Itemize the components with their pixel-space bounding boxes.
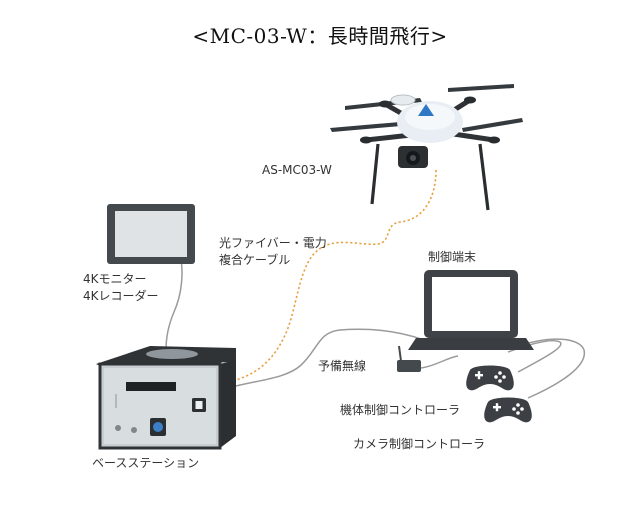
- monitor-label-line1: 4Kモニター: [83, 272, 147, 286]
- camera-controller-label: カメラ制御コントローラ: [353, 437, 486, 451]
- body-controller-label: 機体制御コントローラ: [340, 403, 461, 417]
- fiber-power-cable: [235, 169, 437, 381]
- cable-label-line1: 光ファイバー・電力: [219, 236, 327, 250]
- radio-label: 予備無線: [318, 359, 367, 373]
- laptop-image: [408, 270, 534, 350]
- page-title: <MC-03-W：長時間飛行>: [192, 24, 448, 48]
- drone-label: AS-MC03-W: [262, 163, 332, 177]
- cable-label-line2: 複合ケーブル: [219, 253, 291, 267]
- radio-image: [397, 345, 459, 372]
- base-station-image: [96, 346, 236, 450]
- gamepad-image: [466, 365, 532, 423]
- monitor-image: [107, 204, 195, 264]
- terminal-cable: [235, 328, 425, 387]
- base-station-label: ベースステーション: [92, 456, 200, 470]
- terminal-label: 制御端末: [428, 250, 477, 264]
- monitor-label-line2: 4Kレコーダー: [83, 289, 159, 303]
- monitor-cable: [165, 253, 183, 351]
- drone-image: [330, 84, 523, 211]
- camera-controller-cable: [511, 338, 586, 399]
